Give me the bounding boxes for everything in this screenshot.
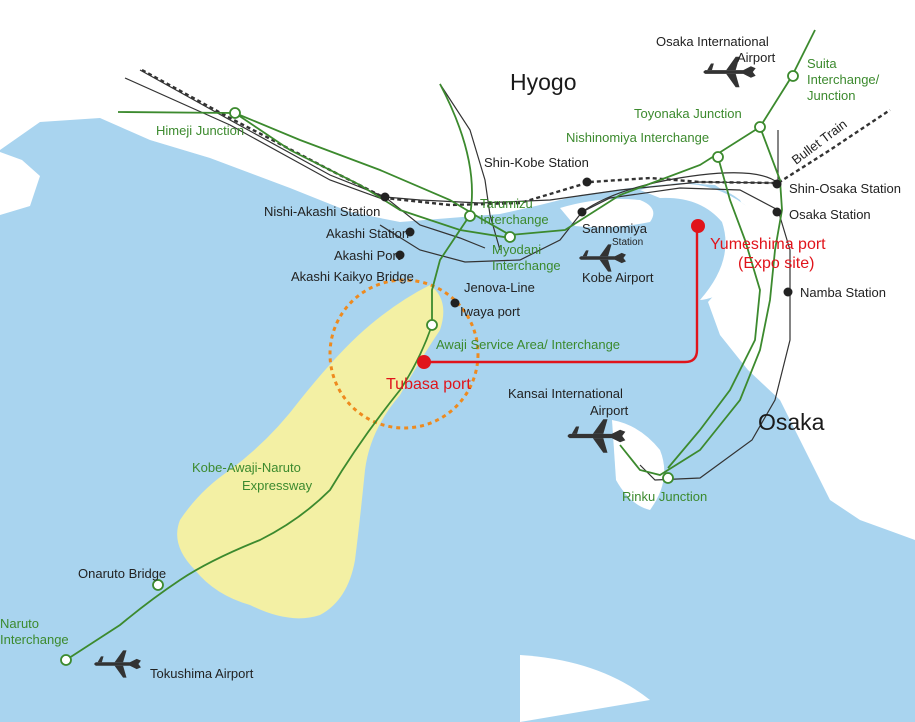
label-yumeshima-2: (Expo site) (738, 255, 814, 272)
label-osaka-airport: Osaka International (656, 34, 769, 49)
label-suita-2: Interchange/ (807, 72, 880, 87)
label-naruto: Naruto (0, 616, 39, 631)
label-suita-3: Junction (807, 88, 855, 103)
label-tubasa: Tubasa port (386, 376, 471, 393)
label-akashi-port: Akashi Port (334, 248, 401, 263)
label-kobe-awaji-2: Expressway (242, 478, 313, 493)
label-tokushima: Tokushima Airport (150, 666, 254, 681)
land (0, 152, 755, 722)
railway-lines (124, 69, 791, 481)
label-onaruto: Onaruto Bridge (78, 566, 166, 581)
interchange-ring-icon (60, 70, 799, 666)
label-jenova: Jenova-Line (464, 280, 535, 295)
label-iwaya: Iwaya port (460, 304, 520, 319)
label-yumeshima: Yumeshima port (710, 236, 826, 253)
label-myodani: Myodani (492, 242, 541, 257)
label-himeji: Himeji Junction (156, 123, 244, 138)
label-osaka-airport-2: Airport (737, 50, 776, 65)
label-kansai-2: Airport (590, 403, 629, 418)
label-kobe-airport: Kobe Airport (582, 270, 654, 285)
region-hyogo: Hyogo (510, 69, 576, 95)
label-akashi-kaikyo: Akashi Kaikyo Bridge (291, 269, 414, 284)
yumeshima-port-dot (691, 219, 705, 233)
label-kansai: Kansai International (508, 386, 623, 401)
label-sannomiya-2: Station (612, 237, 643, 248)
bullet-train-line (141, 68, 891, 207)
label-bullet-train: Bullet Train (789, 116, 850, 167)
label-nishinomiya: Nishinomiya Interchange (566, 130, 709, 145)
label-naruto-2: Interchange (0, 632, 69, 647)
label-awaji: Awaji Service Area/ Interchange (436, 337, 620, 352)
label-tarumizu: Tarumizu (480, 196, 533, 211)
focus-circle (328, 278, 480, 430)
label-osaka-station: Osaka Station (789, 207, 871, 222)
label-rinku: Rinku Junction (622, 489, 707, 504)
label-nishi-akashi: Nishi-Akashi Station (264, 204, 380, 219)
label-sannomiya: Sannomiya (582, 221, 648, 236)
label-akashi-station: Akashi Station (326, 226, 409, 241)
station-dot-icon (380, 177, 793, 308)
label-suita: Suita (807, 56, 837, 71)
label-kobe-awaji: Kobe-Awaji-Naruto (192, 460, 301, 475)
label-namba: Namba Station (800, 285, 886, 300)
label-tarumizu-2: Interchange (480, 212, 549, 227)
ferry-route (424, 226, 699, 364)
label-toyonaka: Toyonaka Junction (634, 106, 742, 121)
label-shin-osaka: Shin-Osaka Station (789, 181, 901, 196)
tubasa-port-dot (417, 355, 431, 369)
label-shin-kobe: Shin-Kobe Station (484, 155, 589, 170)
awaji-island (177, 285, 444, 619)
label-myodani-2: Interchange (492, 258, 561, 273)
region-osaka: Osaka (758, 409, 825, 435)
